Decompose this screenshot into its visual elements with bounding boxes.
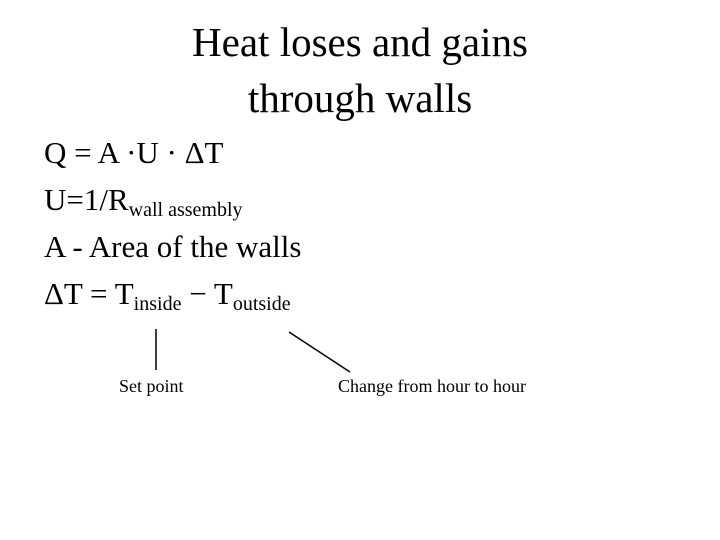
slide-title-line-1: Heat loses and gains xyxy=(192,19,528,65)
subscript-outside: outside xyxy=(232,293,291,315)
set-point-label: Set point xyxy=(119,376,184,396)
equation-a: A - Area of the walls xyxy=(44,229,302,264)
equation-delta-t-minus: − T xyxy=(181,276,233,311)
equation-q: Q = A ·U · ΔT xyxy=(44,135,224,170)
slide-title-line-2: through walls xyxy=(247,75,473,121)
equation-u: U=1/Rwall assembly xyxy=(44,182,243,220)
change-pointer-line xyxy=(288,331,351,373)
equation-delta-t-lhs: ΔT = T xyxy=(44,276,134,311)
change-label: Change from hour to hour xyxy=(338,376,526,396)
equation-u-subscript: wall assembly xyxy=(128,199,243,221)
equation-delta-t: ΔT = Tinside − Toutside xyxy=(44,276,291,314)
equation-u-main: U=1/R xyxy=(44,182,129,217)
subscript-inside: inside xyxy=(133,293,182,315)
